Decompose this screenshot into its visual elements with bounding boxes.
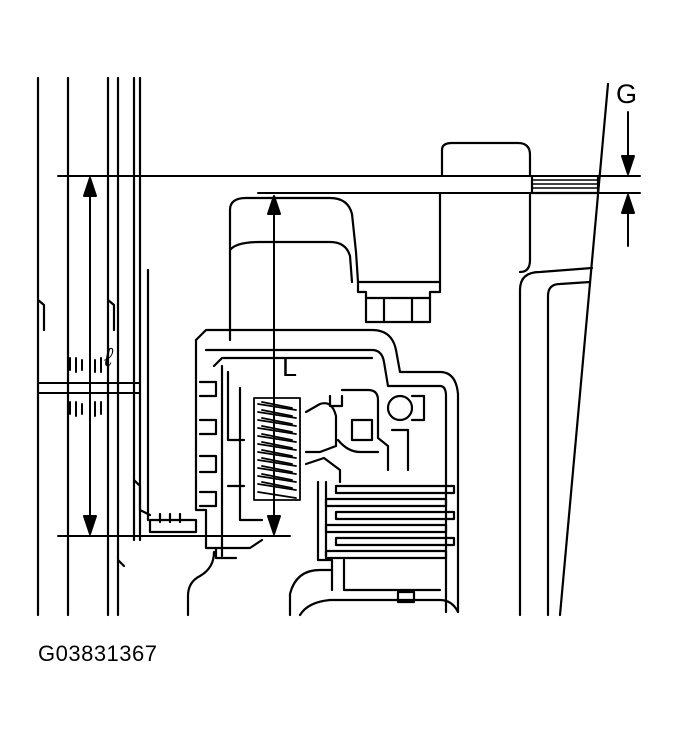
dimension-l-small: [83, 177, 97, 535]
reference-lines: [57, 175, 641, 537]
piston-seal-area: [304, 388, 426, 484]
dimension-L: [267, 195, 281, 535]
piston-body: [228, 191, 442, 342]
clutch-drum: [194, 328, 460, 614]
housing-wall: [440, 82, 610, 617]
label-l-small: ℓ: [103, 342, 114, 372]
shaft-assembly: [36, 76, 152, 617]
label-L: L: [282, 352, 297, 382]
label-g: G: [616, 79, 637, 109]
clutch-pack: [316, 480, 456, 604]
dimension-G: [621, 111, 635, 247]
return-spring: [253, 397, 301, 501]
lower-hub: [148, 512, 460, 617]
figure-id: G03831367: [38, 641, 158, 666]
